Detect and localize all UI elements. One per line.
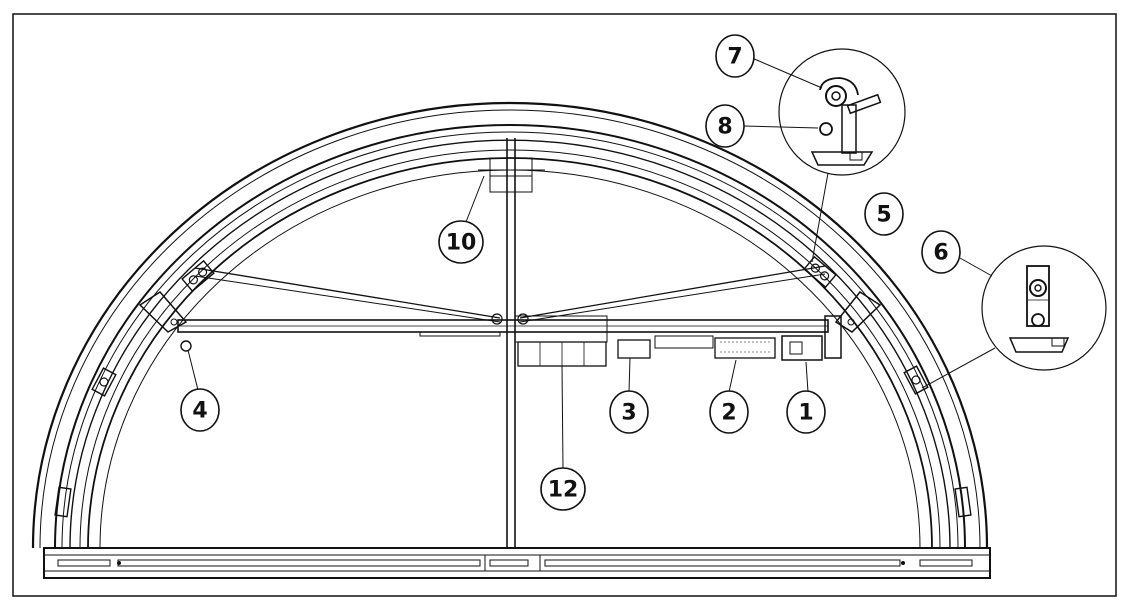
callout-7-label: 7 bbox=[727, 45, 742, 70]
callout-10-label: 10 bbox=[446, 231, 477, 256]
callout-5-label: 5 bbox=[876, 203, 891, 228]
callout-1-label: 1 bbox=[798, 401, 813, 426]
detail-view-6 bbox=[921, 245, 1107, 389]
callout-4-label: 4 bbox=[192, 399, 207, 424]
center-mullion bbox=[478, 138, 545, 548]
callout-8-label: 8 bbox=[717, 115, 732, 140]
callout-6: 6 bbox=[921, 230, 961, 274]
roller-carriages bbox=[54, 255, 972, 518]
callout-2: 2 bbox=[709, 390, 749, 434]
detail-5-bracket bbox=[810, 77, 882, 166]
corner-brackets bbox=[138, 291, 882, 333]
bottom-sill bbox=[43, 547, 991, 579]
drive-unit bbox=[517, 335, 823, 367]
detail-view-5 bbox=[778, 48, 906, 263]
callout-12: 12 bbox=[540, 467, 586, 511]
leader-lines bbox=[187, 57, 993, 469]
tension-rods bbox=[194, 265, 826, 325]
callout-6-label: 6 bbox=[933, 241, 948, 266]
callout-3: 3 bbox=[609, 390, 649, 434]
callout-10: 10 bbox=[438, 220, 484, 264]
callout-1: 1 bbox=[786, 390, 826, 434]
detail-6-bracket bbox=[1008, 265, 1070, 353]
callout-4: 4 bbox=[180, 388, 220, 432]
callout-5: 5 bbox=[864, 192, 904, 236]
arch-track bbox=[31, 101, 989, 549]
callout-7: 7 bbox=[715, 34, 755, 78]
diagram-frame bbox=[12, 13, 1117, 597]
callout-3-label: 3 bbox=[621, 401, 636, 426]
callout-2-label: 2 bbox=[721, 401, 736, 426]
callout-12-label: 12 bbox=[548, 478, 579, 503]
callout-8: 8 bbox=[705, 104, 745, 148]
